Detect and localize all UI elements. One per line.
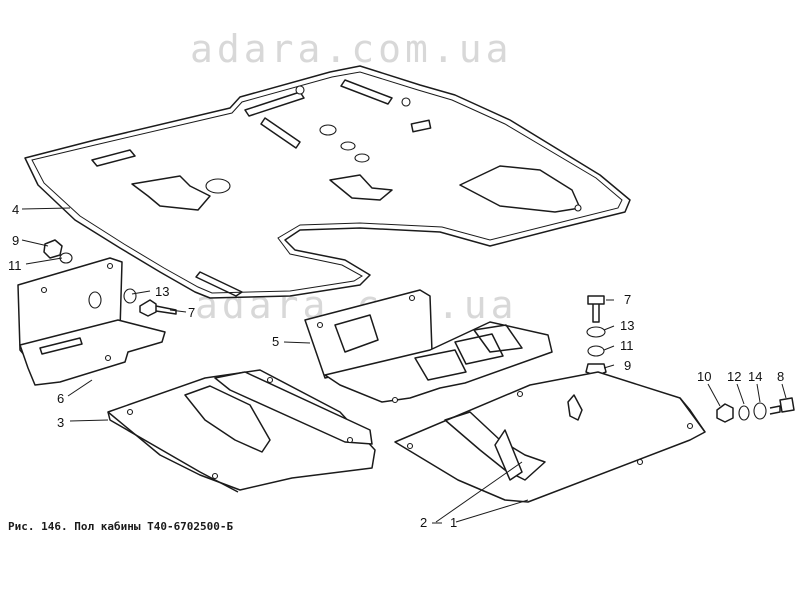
fastener-set-right — [585, 295, 607, 377]
bolt-head-icon — [587, 295, 605, 305]
floor-slot — [340, 79, 393, 105]
mounting-hole — [686, 422, 694, 430]
panel-edge — [107, 411, 239, 493]
lever-hole — [319, 124, 337, 136]
bracket-hole — [88, 291, 102, 309]
callout-7: 7 — [624, 292, 631, 307]
tunnel-cover — [184, 385, 271, 453]
floor-slot — [410, 119, 432, 133]
lever-hole — [354, 153, 370, 163]
lever-boot — [567, 394, 583, 421]
pedal-opening — [329, 174, 393, 201]
mounting-hole — [126, 408, 134, 416]
lever-boot — [494, 429, 523, 481]
callout-3: 3 — [57, 415, 64, 430]
mounting-hole — [211, 472, 219, 480]
fastener-set-left — [43, 239, 177, 317]
callout-14: 14 — [748, 369, 762, 384]
callout-10: 10 — [697, 369, 711, 384]
lever-hole — [340, 141, 356, 151]
mounting-hole — [106, 262, 114, 270]
mounting-hole — [316, 321, 324, 329]
bracket-slot — [39, 337, 83, 355]
lever-hole — [205, 178, 231, 194]
mounting-hole — [40, 286, 48, 294]
watermark-top: adara.com.ua — [190, 27, 513, 71]
lever-boot-opening — [444, 411, 546, 481]
mounting-hole — [401, 97, 411, 107]
nut-icon — [716, 403, 734, 423]
callouts: 4 9 11 13 7 5 6 3 7 13 11 9 10 12 14 8 2… — [8, 202, 784, 530]
floor-mat-part-4 — [24, 65, 631, 299]
nut-icon — [43, 239, 63, 259]
mounting-hole — [516, 390, 524, 398]
figure-caption: Рис. 146. Пол кабины Т40-6702500-Б — [8, 520, 234, 533]
floor-slot — [244, 91, 305, 117]
spring-washer-icon — [587, 345, 605, 357]
flange-opening — [334, 314, 379, 353]
callout-11: 11 — [620, 338, 634, 353]
callout-13: 13 — [155, 284, 169, 299]
callout-8: 8 — [777, 369, 784, 384]
spring-washer-icon — [738, 405, 750, 421]
mounting-hole — [408, 294, 416, 302]
callout-5: 5 — [272, 334, 279, 349]
callout-9: 9 — [624, 358, 631, 373]
lever-opening — [131, 175, 211, 211]
washer-icon — [586, 326, 606, 338]
callout-4: 4 — [12, 202, 19, 217]
callout-2: 2 — [420, 515, 427, 530]
callout-1: 1 — [450, 515, 457, 530]
callout-13: 13 — [620, 318, 634, 333]
mounting-hole — [295, 85, 305, 95]
bracket-slot — [414, 349, 467, 381]
floor-panel-part-1-2 — [394, 371, 706, 503]
callout-11: 11 — [8, 258, 22, 273]
mounting-hole — [636, 458, 644, 466]
callout-12: 12 — [727, 369, 741, 384]
leader-lines — [21, 207, 787, 523]
washer-icon — [123, 288, 137, 304]
callout-7: 7 — [188, 305, 195, 320]
bracket-part-6 — [17, 257, 166, 386]
bolt-shank-icon — [592, 304, 600, 323]
bolt-head-icon — [139, 299, 157, 317]
bracket-part-5 — [304, 289, 553, 404]
bolt-head-icon — [779, 397, 795, 413]
fastener-set-far-right — [716, 397, 795, 423]
washer-icon — [753, 402, 767, 420]
mounting-hole — [346, 436, 354, 444]
callout-9: 9 — [12, 233, 19, 248]
mounting-hole — [574, 204, 582, 212]
floor-panel-part-3 — [107, 369, 376, 493]
mounting-hole — [266, 376, 274, 384]
heel-pad — [459, 165, 581, 213]
bolt-shank-icon — [769, 405, 781, 415]
floor-slot — [260, 117, 301, 149]
panel-edge — [679, 397, 706, 433]
floor-slot — [195, 271, 243, 297]
bracket-slot — [473, 324, 523, 353]
callout-6: 6 — [57, 391, 64, 406]
mounting-hole — [391, 396, 399, 404]
mounting-hole — [104, 354, 112, 362]
mounting-hole — [406, 442, 414, 450]
floor-slot — [91, 149, 136, 167]
bolt-shank-icon — [155, 305, 177, 315]
